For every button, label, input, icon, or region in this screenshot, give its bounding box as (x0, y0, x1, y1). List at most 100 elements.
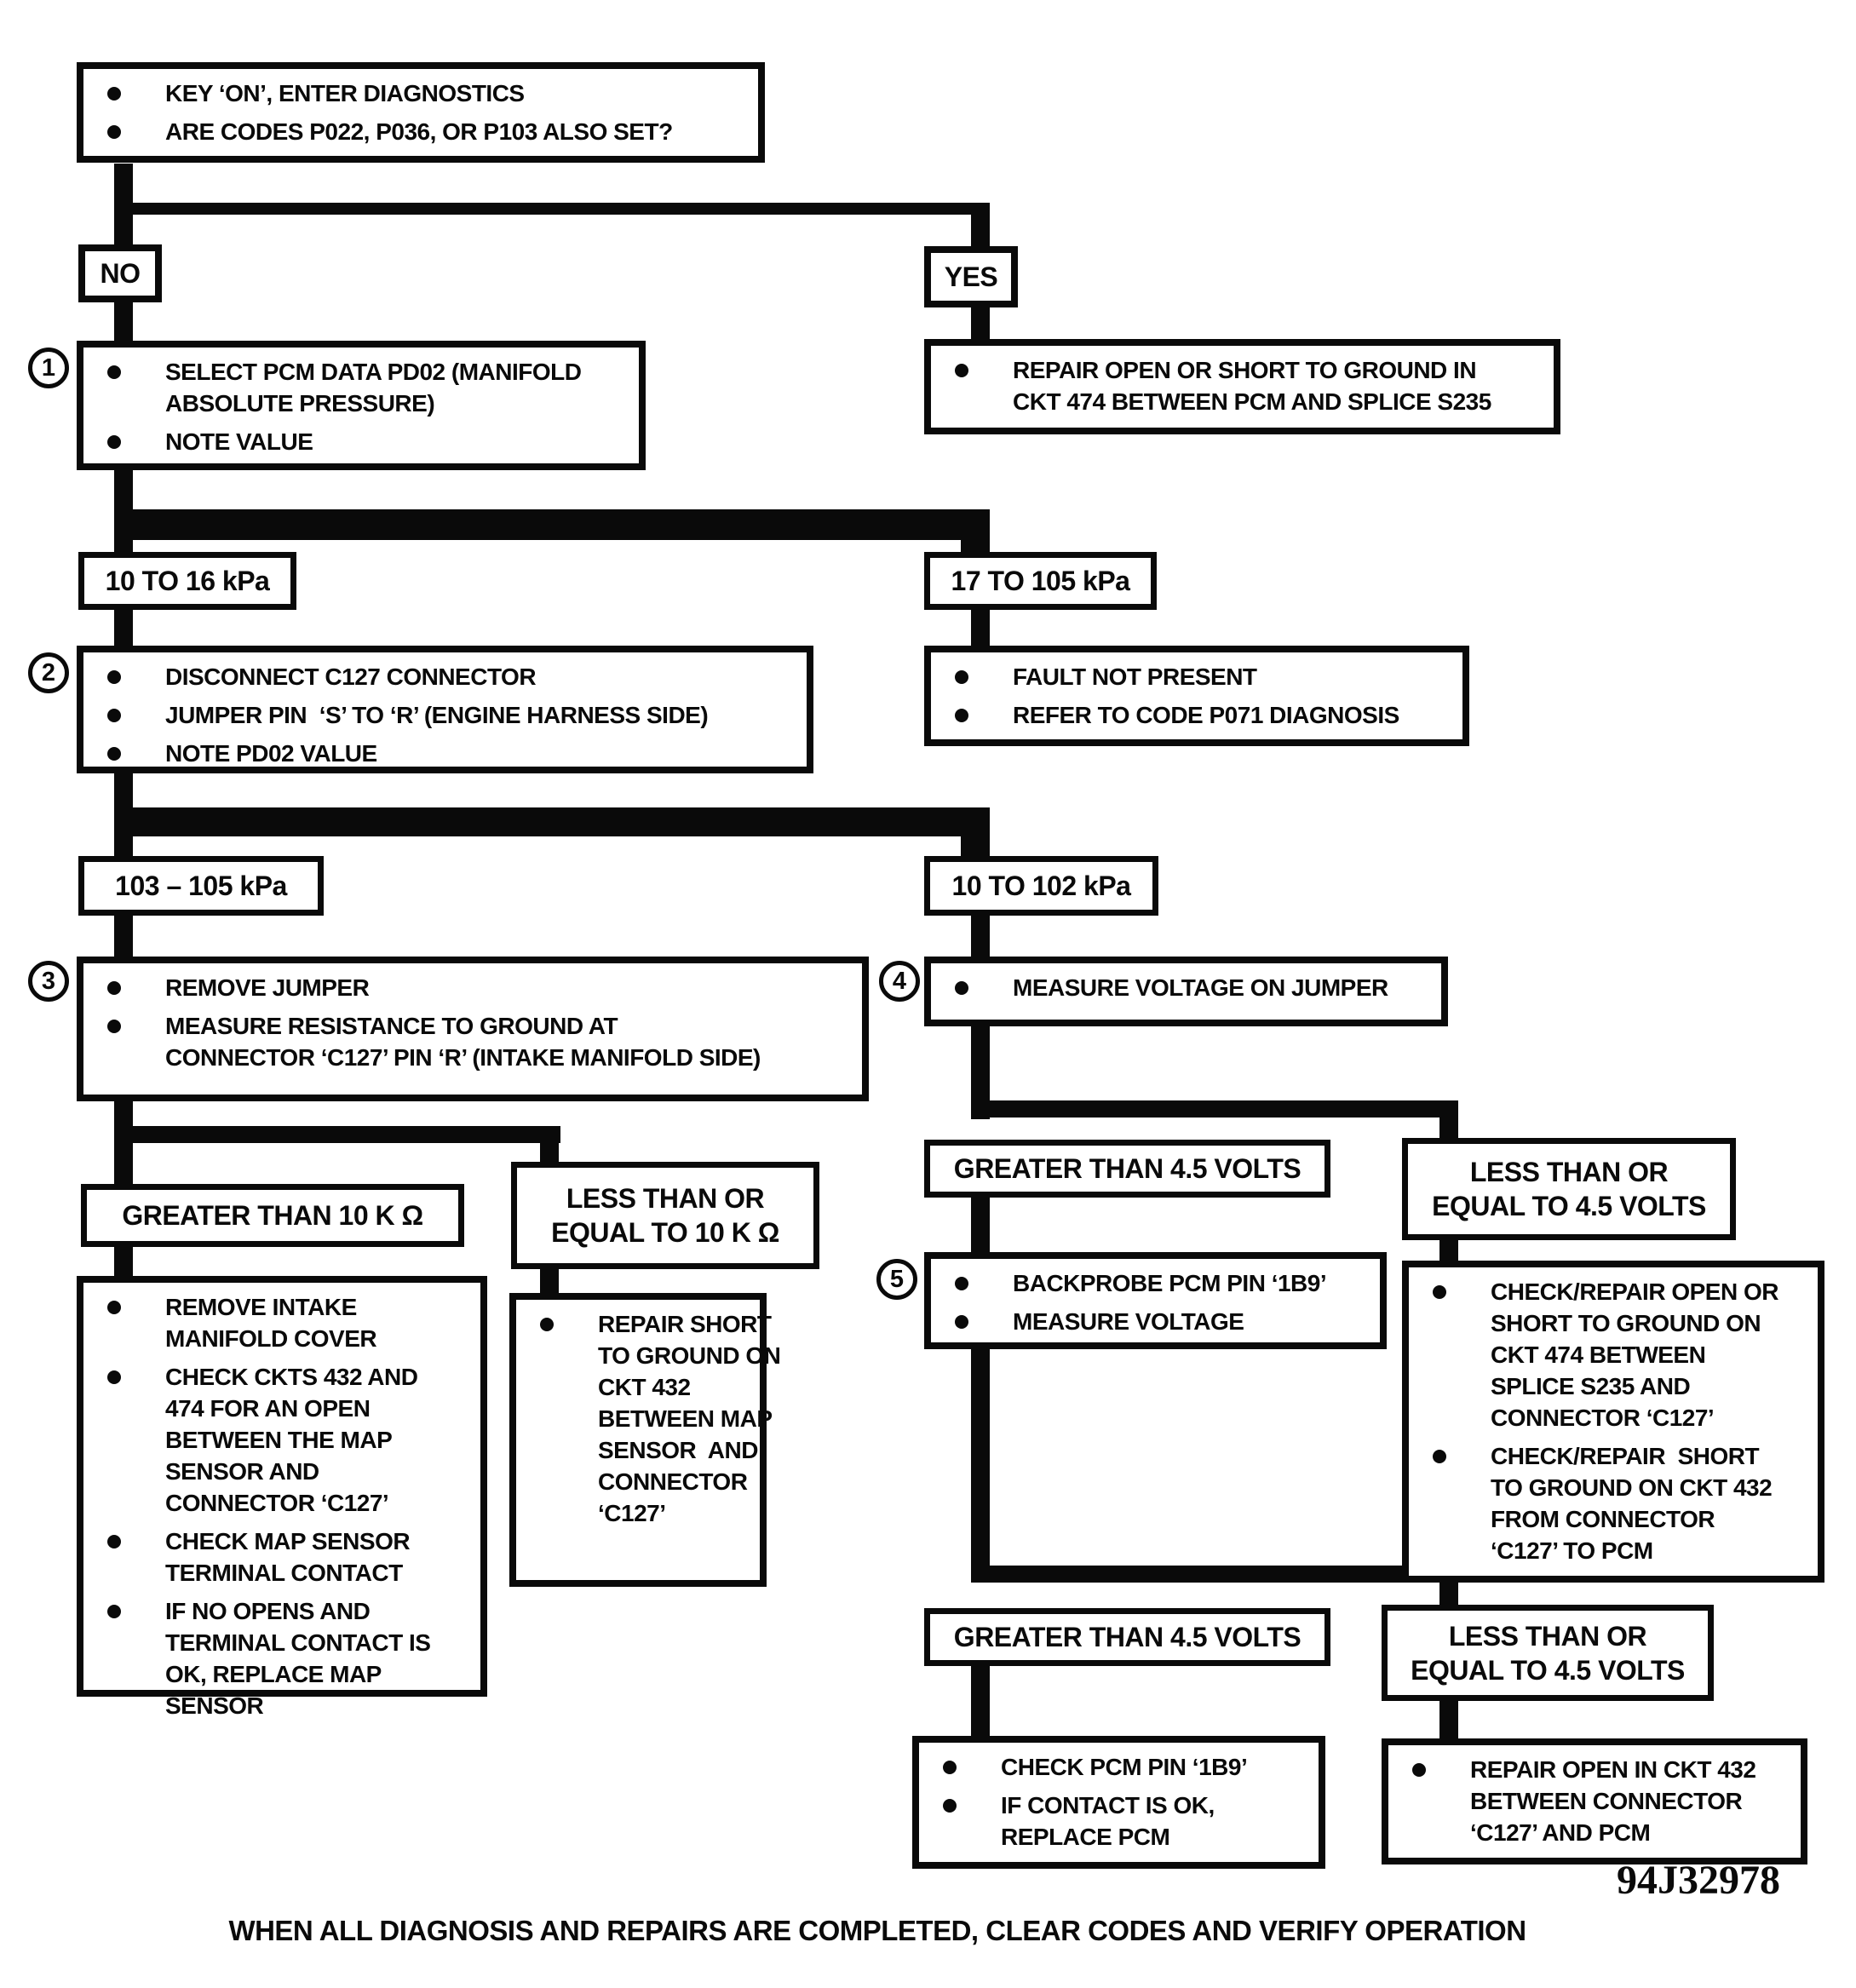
bullet-icon (955, 1277, 968, 1290)
node-repair-short-432-map: REPAIR SHORT TO GROUND ON CKT 432 BETWEE… (509, 1293, 781, 1587)
check-pcm-bullet-2: IF CONTACT IS OK, REPLACE PCM (1001, 1792, 1215, 1850)
connector-bar-split6 (971, 1566, 1458, 1583)
connector-drop-le10k (540, 1126, 559, 1163)
node-step5: BACKPROBE PCM PIN ‘1B9’ MEASURE VOLTAGE (924, 1252, 1387, 1349)
connector-bar-split5 (971, 1100, 1458, 1118)
connector-drop-10-102 (961, 807, 990, 859)
branch-label-yes: YES (924, 246, 1018, 307)
step4-bullet-1: MEASURE VOLTAGE ON JUMPER (1013, 974, 1388, 1001)
connector-drop-17-105 (961, 509, 990, 554)
figure-id: 94J32978 (1617, 1858, 1780, 1903)
connector-no-to-step1 (114, 301, 133, 343)
check-map-bullet-2: CHECK CKTS 432 AND 474 FOR AN OPEN BETWE… (165, 1364, 418, 1516)
step5-bullet-2: MEASURE VOLTAGE (1013, 1308, 1244, 1335)
connector-gt45a-to-step5 (971, 1194, 990, 1254)
step2-bullet-1: DISCONNECT C127 CONNECTOR (165, 664, 537, 690)
step-number-2: 2 (28, 652, 69, 693)
connector-drop-yes (971, 203, 990, 249)
connector-step4-to-split5 (971, 1020, 990, 1119)
bullet-icon (107, 1020, 121, 1033)
step-number-5: 5 (876, 1259, 917, 1300)
check-map-bullet-3: CHECK MAP SENSOR TERMINAL CONTACT (165, 1528, 411, 1586)
bullet-icon (107, 1535, 121, 1548)
step3-bullet-1: REMOVE JUMPER (165, 974, 370, 1001)
bullet-icon (107, 1301, 121, 1314)
connector-bar-split4 (114, 1126, 560, 1143)
step2-bullet-2: JUMPER PIN ‘S’ TO ‘R’ (ENGINE HARNESS SI… (165, 702, 709, 728)
node-step2: DISCONNECT C127 CONNECTOR JUMPER PIN ‘S’… (77, 646, 813, 773)
bullet-icon (955, 709, 968, 722)
bullet-icon (107, 87, 121, 101)
connector-17-105-to-fault (971, 608, 990, 648)
connector-10-16-to-step2 (114, 608, 133, 648)
node-check-pcm-pin: CHECK PCM PIN ‘1B9’ IF CONTACT IS OK, RE… (912, 1736, 1325, 1869)
repair-ckt474-text: REPAIR OPEN OR SHORT TO GROUND IN CKT 47… (1013, 357, 1491, 415)
repair-open-text: REPAIR OPEN IN CKT 432 BETWEEN CONNECTOR… (1470, 1756, 1756, 1846)
range-label-10-16-kpa: 10 TO 16 kPa (78, 552, 296, 610)
node-step4: MEASURE VOLTAGE ON JUMPER (924, 957, 1448, 1026)
footer-note: WHEN ALL DIAGNOSIS AND REPAIRS ARE COMPL… (228, 1915, 1526, 1946)
check-map-bullet-1: REMOVE INTAKE MANIFOLD COVER (165, 1294, 377, 1352)
bullet-icon (955, 670, 968, 684)
bullet-icon (107, 125, 121, 139)
outcome-label-le-10k-ohm: LESS THAN OR EQUAL TO 10 K Ω (511, 1162, 819, 1269)
bullet-icon (943, 1799, 957, 1813)
repair-short-text: REPAIR SHORT TO GROUND ON CKT 432 BETWEE… (598, 1311, 781, 1526)
bullet-icon (107, 981, 121, 995)
connector-103-105-to-step3 (114, 914, 133, 957)
start-bullet-1: KEY ‘ON’, ENTER DIAGNOSTICS (165, 80, 525, 106)
step1-bullet-2: NOTE VALUE (165, 428, 313, 455)
bullet-icon (1412, 1763, 1426, 1777)
bullet-icon (955, 981, 968, 995)
bullet-icon (955, 364, 968, 377)
connector-bar-split2 (114, 509, 990, 540)
connector-bar-split1 (114, 203, 990, 215)
step1-bullet-1: SELECT PCM DATA PD02 (MANIFOLD ABSOLUTE … (165, 359, 582, 417)
bullet-icon (107, 435, 121, 449)
fault-bullet-2: REFER TO CODE P071 DIAGNOSIS (1013, 702, 1399, 728)
bullet-icon (107, 747, 121, 761)
step2-bullet-3: NOTE PD02 VALUE (165, 740, 377, 767)
node-fault-not-present: FAULT NOT PRESENT REFER TO CODE P071 DIA… (924, 646, 1469, 746)
outcome-label-le-45v-1: LESS THAN OR EQUAL TO 4.5 VOLTS (1402, 1138, 1736, 1240)
node-step3: REMOVE JUMPER MEASURE RESISTANCE TO GROU… (77, 957, 869, 1101)
bullet-icon (540, 1318, 554, 1331)
fault-bullet-1: FAULT NOT PRESENT (1013, 664, 1257, 690)
node-step1: SELECT PCM DATA PD02 (MANIFOLD ABSOLUTE … (77, 341, 646, 470)
outcome-label-gt-10k-ohm: GREATER THAN 10 K Ω (81, 1184, 464, 1247)
outcome-label-gt-45v-2: GREATER THAN 4.5 VOLTS (924, 1608, 1330, 1666)
bullet-icon (1433, 1285, 1446, 1299)
node-check-map-sensor: REMOVE INTAKE MANIFOLD COVER CHECK CKTS … (77, 1276, 487, 1719)
bullet-icon (107, 709, 121, 722)
step-number-3: 3 (28, 961, 69, 1002)
connector-step5-to-split6 (971, 1342, 990, 1583)
bullet-icon (107, 670, 121, 684)
bullet-icon (107, 1605, 121, 1618)
outcome-label-le-45v-2: LESS THAN OR EQUAL TO 4.5 VOLTS (1382, 1605, 1714, 1701)
connector-drop-le45a (1439, 1100, 1458, 1140)
range-label-10-102-kpa: 10 TO 102 kPa (924, 856, 1158, 916)
connector-gt10k-to-action (114, 1242, 133, 1278)
bullet-icon (107, 365, 121, 379)
bullet-icon (1433, 1450, 1446, 1463)
bullet-icon (107, 1370, 121, 1384)
check-pcm-bullet-1: CHECK PCM PIN ‘1B9’ (1001, 1754, 1248, 1780)
outcome-label-gt-45v-1: GREATER THAN 4.5 VOLTS (924, 1140, 1330, 1198)
start-bullet-2: ARE CODES P022, P036, OR P103 ALSO SET? (165, 118, 673, 145)
check-repair-bullet-2: CHECK/REPAIR SHORT TO GROUND ON CKT 432 … (1491, 1443, 1773, 1564)
connector-gt45b-to-action (971, 1664, 990, 1736)
bullet-icon (943, 1761, 957, 1774)
step-number-1: 1 (28, 348, 69, 388)
connector-le45a-to-action (1439, 1235, 1458, 1262)
node-start: KEY ‘ON’, ENTER DIAGNOSTICS ARE CODES P0… (77, 62, 765, 163)
range-label-17-105-kpa: 17 TO 105 kPa (924, 552, 1157, 610)
connector-le45b-to-action (1439, 1699, 1458, 1738)
step-number-4: 4 (879, 961, 920, 1002)
node-repair-ckt474-pcm-splice: REPAIR OPEN OR SHORT TO GROUND IN CKT 47… (924, 339, 1560, 434)
check-map-bullet-4: IF NO OPENS AND TERMINAL CONTACT IS OK, … (165, 1598, 431, 1719)
step5-bullet-1: BACKPROBE PCM PIN ‘1B9’ (1013, 1270, 1327, 1296)
step3-bullet-2: MEASURE RESISTANCE TO GROUND AT CONNECTO… (165, 1013, 761, 1071)
connector-yes-to-repair (971, 306, 990, 342)
node-repair-open-432-pcm: REPAIR OPEN IN CKT 432 BETWEEN CONNECTOR… (1382, 1738, 1807, 1864)
